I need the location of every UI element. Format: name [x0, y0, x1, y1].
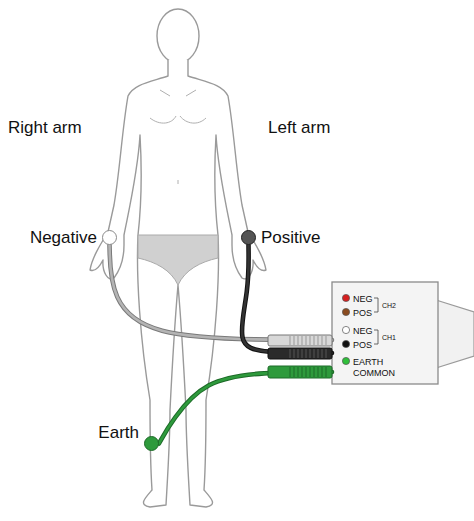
bracket — [374, 330, 378, 344]
plug-rib — [314, 336, 315, 345]
plug-rib — [306, 367, 307, 377]
electrode-label: Positive — [261, 228, 321, 248]
wire — [242, 245, 332, 353]
plug-rib — [290, 336, 291, 345]
plug-rib — [302, 349, 303, 358]
electrode-label: Earth — [98, 423, 139, 443]
plug-rib — [314, 367, 315, 377]
pin-dot — [342, 340, 349, 347]
plug-rib — [318, 336, 319, 345]
plug-rib — [310, 349, 311, 358]
plug — [268, 335, 332, 378]
body-details — [150, 90, 206, 184]
pin-label: CH2 — [382, 302, 396, 309]
wire-connector — [159, 372, 332, 444]
plug-rib — [326, 367, 327, 377]
plug-rib — [306, 336, 307, 345]
plug-rib — [298, 367, 299, 377]
plug-rib — [310, 367, 311, 377]
wire-connector — [110, 245, 333, 340]
pin-dot — [342, 294, 349, 301]
wire — [110, 245, 333, 340]
pin-label: POS — [353, 340, 372, 350]
wire-outline — [242, 245, 332, 353]
bracket — [374, 298, 378, 312]
plug-rib — [302, 367, 303, 377]
wire-connector — [242, 245, 332, 353]
pin-dot — [342, 326, 349, 333]
plug-rib — [290, 367, 291, 377]
pin-label: NEG — [353, 326, 373, 336]
pin-label: CH1 — [382, 334, 396, 341]
plug-rib — [326, 336, 327, 345]
electrode: Negative — [102, 230, 117, 245]
plug-rib — [318, 367, 319, 377]
plug-rib — [326, 349, 327, 358]
plug-rib — [290, 349, 291, 358]
wire-outline — [110, 245, 333, 340]
plug-rib — [298, 349, 299, 358]
plug-rib — [294, 349, 295, 358]
plug-rib — [294, 336, 295, 345]
electrode-label: Negative — [30, 228, 97, 248]
limb-label: Left arm — [268, 118, 330, 138]
pin-label: EARTH COMMON — [353, 357, 395, 379]
plug-rib — [310, 336, 311, 345]
head — [157, 9, 199, 63]
briefs — [138, 235, 218, 285]
plug-rib — [318, 349, 319, 358]
limb-label: Right arm — [8, 118, 82, 138]
cable-body — [436, 300, 474, 368]
plug-rib — [294, 367, 295, 377]
connector-box: NEGPOSCH2NEGPOSCH1EARTH COMMON — [332, 282, 438, 384]
plug-ribs — [290, 336, 326, 377]
plug-rib — [306, 349, 307, 358]
plug-rib — [322, 349, 323, 358]
electrode: Earth — [144, 436, 159, 451]
plug-rib — [322, 336, 323, 345]
pin-dot — [342, 308, 349, 315]
pin-label: NEG — [353, 294, 373, 304]
wire — [159, 372, 332, 444]
plug-rib — [314, 349, 315, 358]
body-outline — [90, 60, 266, 507]
plug-rib — [298, 336, 299, 345]
connector-housing — [332, 282, 438, 384]
plug-rib — [322, 367, 323, 377]
plug-rib — [302, 336, 303, 345]
wire-outline — [159, 372, 332, 444]
pin-dot — [342, 357, 349, 364]
electrode: Positive — [241, 230, 256, 245]
pin-label: POS — [353, 308, 372, 318]
